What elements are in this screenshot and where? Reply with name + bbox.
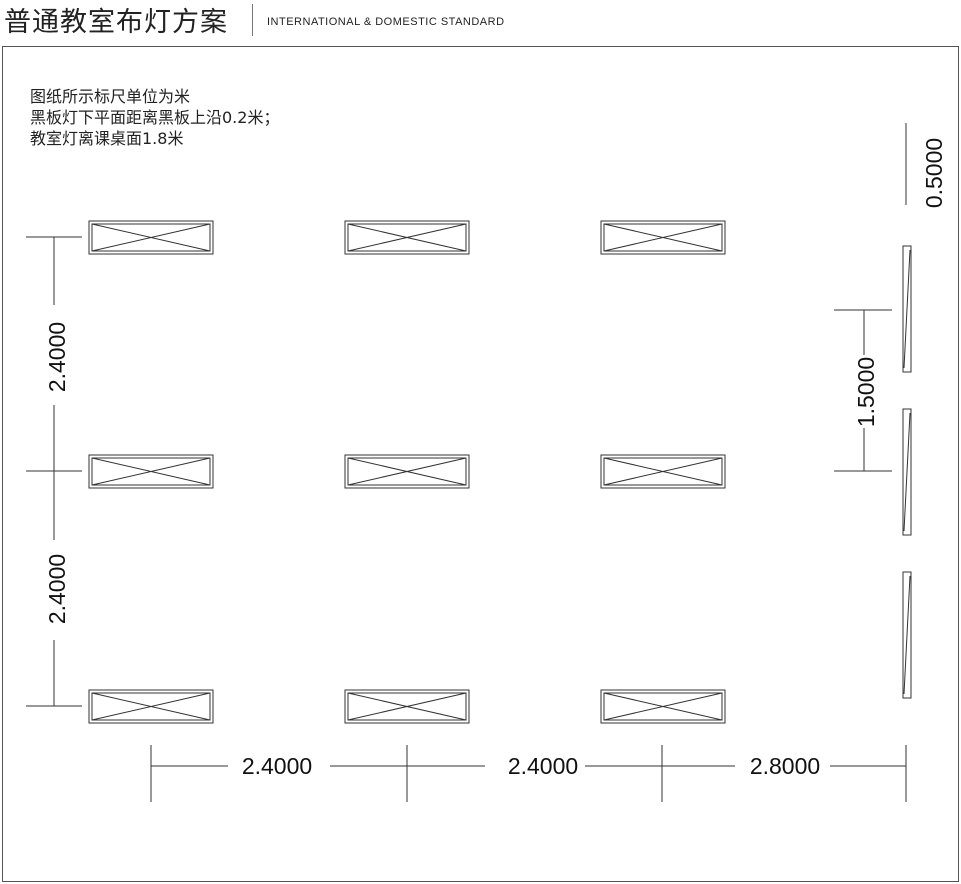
page-title: 普通教室布灯方案 bbox=[4, 7, 228, 38]
ceiling-light bbox=[600, 454, 726, 489]
note-line: 教室灯离课桌面1.8米 bbox=[30, 129, 184, 148]
dim-bottom-2: 2.4000 bbox=[508, 753, 578, 779]
ceiling-light bbox=[344, 689, 470, 724]
ceiling-light bbox=[344, 220, 470, 255]
ceiling-light bbox=[88, 220, 214, 255]
dim-right-mid: 1.5000 bbox=[853, 357, 879, 427]
blackboard-light bbox=[902, 245, 912, 373]
ceiling-light bbox=[600, 220, 726, 255]
ceiling-light bbox=[88, 454, 214, 489]
left-dimension-lines bbox=[26, 236, 82, 707]
ceiling-light bbox=[600, 689, 726, 724]
dim-bottom-3: 2.8000 bbox=[750, 753, 820, 779]
ceiling-light bbox=[344, 454, 470, 489]
right-dimension-lines bbox=[834, 123, 907, 472]
dim-bottom-1: 2.4000 bbox=[242, 753, 312, 779]
drawing-notes: 图纸所示标尺单位为米 黑板灯下平面距离黑板上沿0.2米； 教室灯离课桌面1.8米 bbox=[30, 86, 279, 149]
dim-right-top: 0.5000 bbox=[921, 138, 947, 208]
page-subtitle: INTERNATIONAL & DOMESTIC STANDARD bbox=[267, 16, 505, 28]
blackboard-light bbox=[902, 408, 912, 536]
ceiling-lights bbox=[88, 220, 726, 724]
note-line: 黑板灯下平面距离黑板上沿0.2米； bbox=[30, 108, 280, 127]
bottom-dimension-lines bbox=[150, 745, 907, 802]
blackboard-lights bbox=[902, 245, 912, 699]
dim-left-lower: 2.4000 bbox=[44, 554, 70, 624]
title-divider bbox=[252, 4, 253, 36]
dim-left-upper: 2.4000 bbox=[44, 322, 70, 392]
drawing-frame bbox=[2, 46, 959, 882]
note-line: 图纸所示标尺单位为米 bbox=[30, 87, 191, 106]
ceiling-light bbox=[88, 689, 214, 724]
blackboard-light bbox=[902, 571, 912, 699]
